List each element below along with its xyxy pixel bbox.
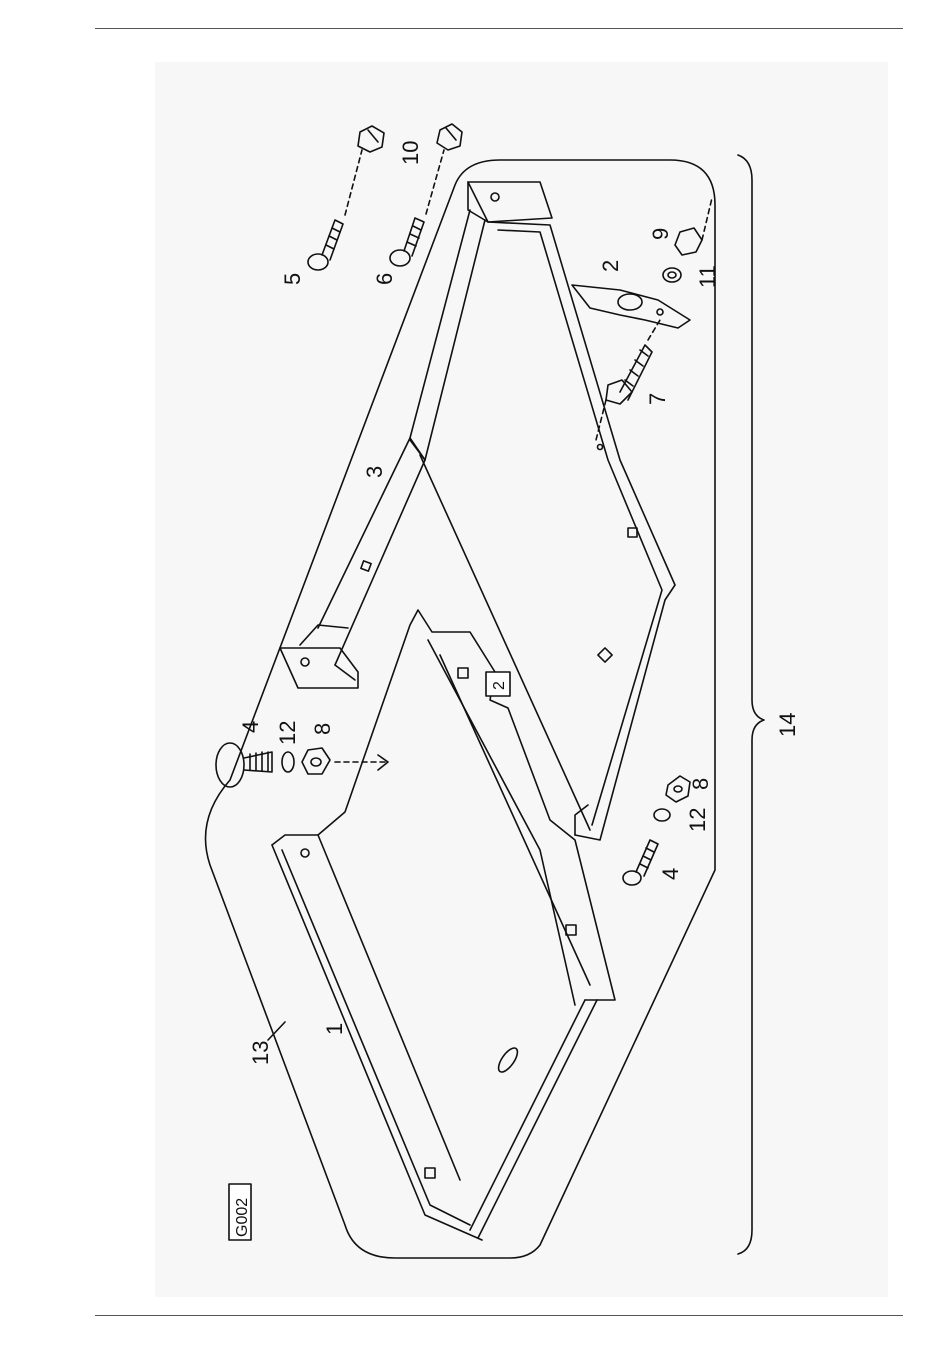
part-3-tray [280,182,675,840]
label-9: 9 [648,228,673,240]
part-7-bolt [596,320,660,440]
label-12-bottom: 12 [685,808,710,832]
figure-code: G002 [234,1198,251,1237]
label-8-top: 8 [310,723,335,735]
footer-rule [95,1315,903,1316]
label-14: 14 [775,713,800,737]
label-2: 2 [598,260,623,272]
label-2-inset: 2 [491,681,508,690]
label-1: 1 [322,1023,347,1035]
part-6-bolt [390,150,444,266]
part-5-bolt [308,150,362,270]
label-13: 13 [248,1041,273,1065]
label-5: 5 [280,273,305,285]
label-4-bottom: 4 [658,868,683,880]
label-3: 3 [362,466,387,478]
label-4-top: 4 [238,721,263,733]
label-12-top: 12 [275,721,300,745]
assembly-brace [738,155,764,1254]
part-2-bracket [572,285,690,328]
label-8-bottom: 8 [688,778,713,790]
part-1-tray [272,610,615,1240]
label-7: 7 [645,393,670,405]
label-11: 11 [695,265,720,288]
label-6: 6 [372,273,397,285]
label-10-left: 10 [398,141,423,165]
assembly-outline [206,160,716,1258]
